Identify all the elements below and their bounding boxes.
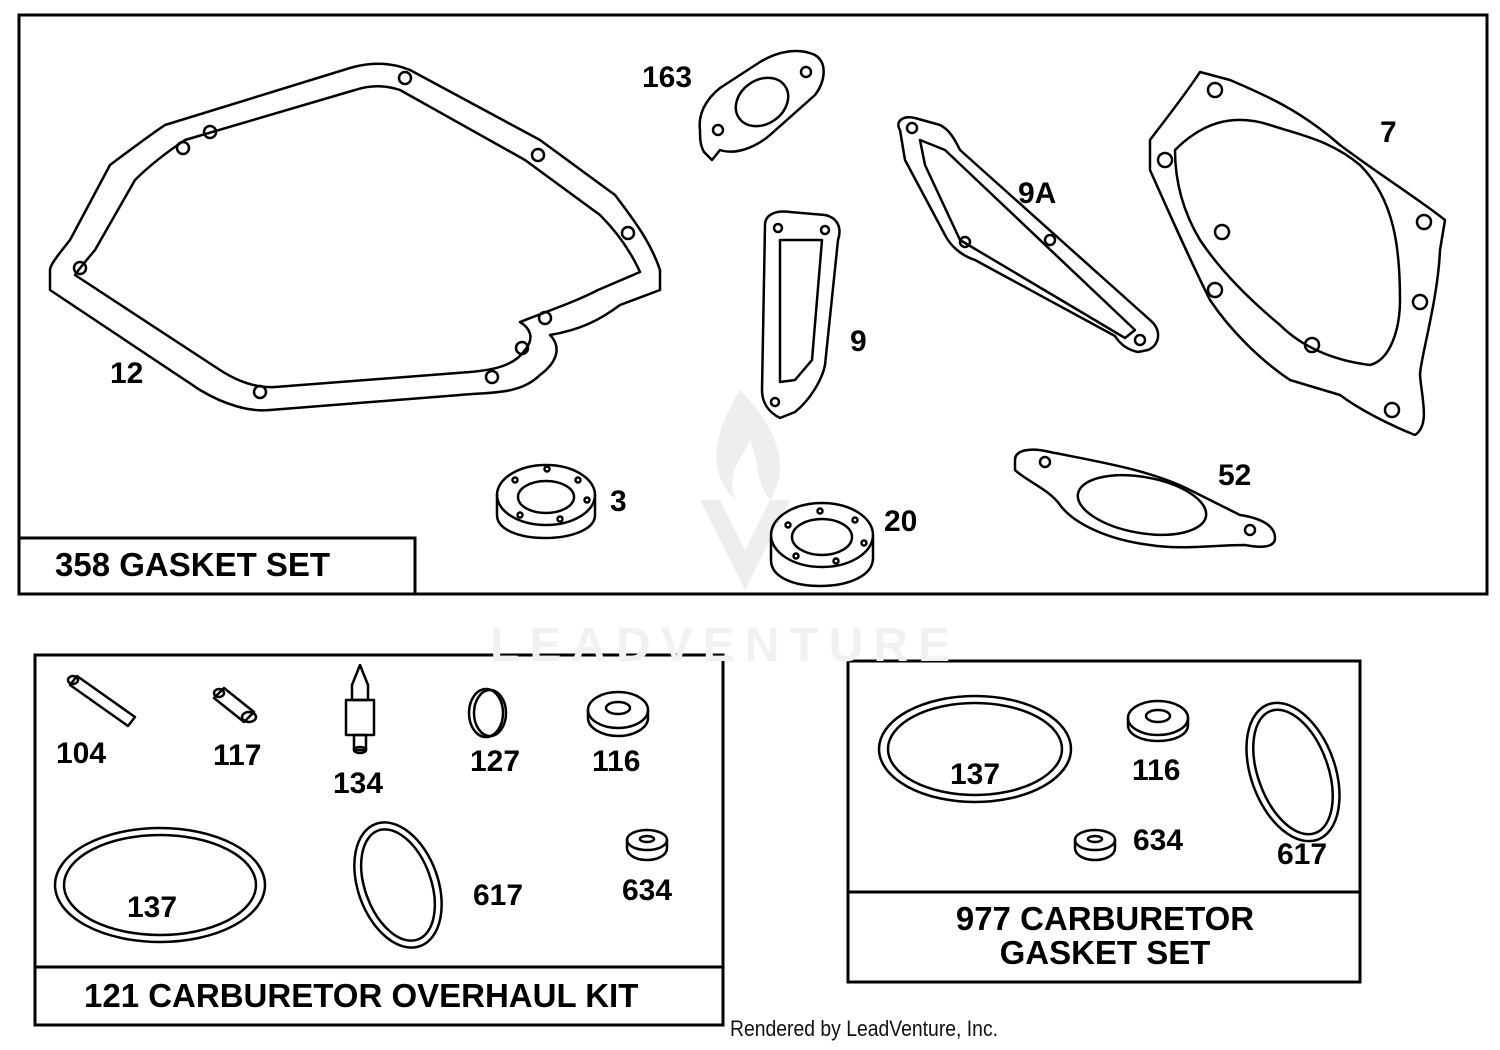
label-20: 20 (884, 505, 918, 538)
part-9-gasket (760, 210, 841, 420)
carb-gasket-set-panel (846, 659, 1362, 984)
label-12: 12 (110, 357, 144, 390)
label-116: 116 (592, 745, 641, 778)
part-116-washer-b (1126, 699, 1190, 743)
watermark-text: LEADVENTURE (490, 619, 961, 672)
label-634-b: 634 (1133, 824, 1184, 857)
part-617-gasket-ring-b (1245, 701, 1341, 843)
part-117-tube (212, 686, 258, 724)
part-134-inlet-needle (344, 663, 376, 755)
label-137-b: 137 (950, 758, 1001, 791)
gasket-set-panel (17, 13, 1489, 596)
gasket-set-title-box (17, 536, 417, 596)
part-7-head-gasket (1148, 70, 1447, 437)
label-617-b: 617 (1277, 838, 1328, 871)
label-127: 127 (470, 745, 521, 778)
label-134: 134 (333, 767, 384, 800)
watermark-logo (700, 390, 790, 590)
part-12-crankcase-gasket (48, 62, 662, 412)
part-137-gasket-ring-b (877, 694, 1073, 804)
part-617-gasket-ring (353, 821, 443, 949)
part-52-gasket (1013, 448, 1277, 549)
part-634-washer (625, 828, 669, 862)
label-634: 634 (622, 874, 673, 907)
label-116-b: 116 (1132, 754, 1181, 787)
label-104: 104 (56, 737, 107, 770)
label-52: 52 (1218, 459, 1252, 492)
part-9a-gasket (897, 116, 1160, 354)
part-163-gasket (698, 49, 825, 162)
rendered-by-footer: Rendered by LeadVenture, Inc. (730, 1016, 999, 1041)
overhaul-kit-panel (33, 653, 725, 1027)
overhaul-kit-title: 121 CARBURETOR OVERHAUL KIT (84, 977, 639, 1014)
label-137: 137 (127, 891, 178, 924)
part-20-oil-seal (769, 501, 875, 588)
label-617: 617 (473, 879, 524, 912)
label-3: 3 (610, 485, 627, 518)
carb-gasket-set-title: 977 CARBURETOR GASKET SET (850, 902, 1360, 970)
label-7: 7 (1380, 116, 1397, 149)
part-127-plug (467, 687, 508, 739)
label-9: 9 (850, 325, 867, 358)
gasket-set-title: 358 GASKET SET (55, 546, 331, 583)
part-137-gasket-ring (53, 826, 267, 944)
label-117: 117 (213, 739, 262, 772)
part-116-washer (586, 690, 650, 738)
part-3-oil-seal (495, 463, 597, 540)
part-634-washer-b (1073, 828, 1117, 862)
part-104-pin (66, 674, 137, 728)
carb-gasket-set-title-line1: 977 CARBURETOR (955, 900, 1255, 937)
label-163: 163 (642, 61, 693, 94)
carb-gasket-set-title-line2: GASKET SET (999, 934, 1211, 971)
label-9a: 9A (1018, 177, 1057, 210)
